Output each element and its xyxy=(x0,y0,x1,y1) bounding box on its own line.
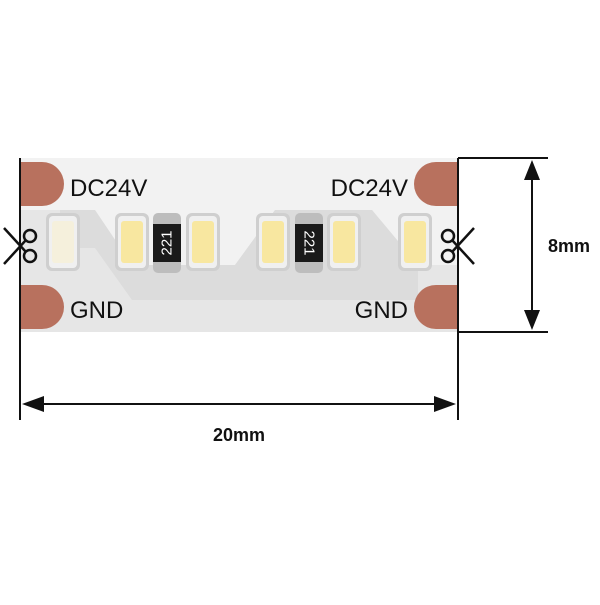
label-top-right: DC24V xyxy=(331,175,408,202)
label-top-left: DC24V xyxy=(70,175,147,202)
height-dimension: 8mm xyxy=(458,157,590,333)
arrow-down-icon xyxy=(524,310,540,330)
label-bottom-right: GND xyxy=(355,297,408,324)
led-chip xyxy=(398,213,432,271)
pad-top-right xyxy=(414,162,458,206)
led-chip xyxy=(115,213,149,271)
width-label: 20mm xyxy=(213,425,265,445)
copper-pads xyxy=(20,162,458,329)
resistor-right-code: 221 xyxy=(301,230,318,255)
resistor-left-code: 221 xyxy=(159,230,176,255)
scissors-icon xyxy=(3,227,38,265)
led-chip xyxy=(186,213,220,271)
pad-bottom-right xyxy=(414,285,458,329)
pad-top-left xyxy=(20,162,64,206)
arrow-left-icon xyxy=(22,396,44,412)
scissors-icon xyxy=(440,227,475,265)
arrow-right-icon xyxy=(434,396,456,412)
led-components xyxy=(46,213,432,271)
resistor-left: 221 xyxy=(153,213,181,273)
width-dimension: 20mm xyxy=(22,396,456,445)
led-chip xyxy=(327,213,361,271)
led-chip xyxy=(256,213,290,271)
resistor-right: 221 xyxy=(295,213,323,273)
height-label: 8mm xyxy=(548,236,590,256)
pad-bottom-left xyxy=(20,285,64,329)
label-bottom-left: GND xyxy=(70,297,123,324)
arrow-up-icon xyxy=(524,160,540,180)
led-chip xyxy=(46,213,80,271)
